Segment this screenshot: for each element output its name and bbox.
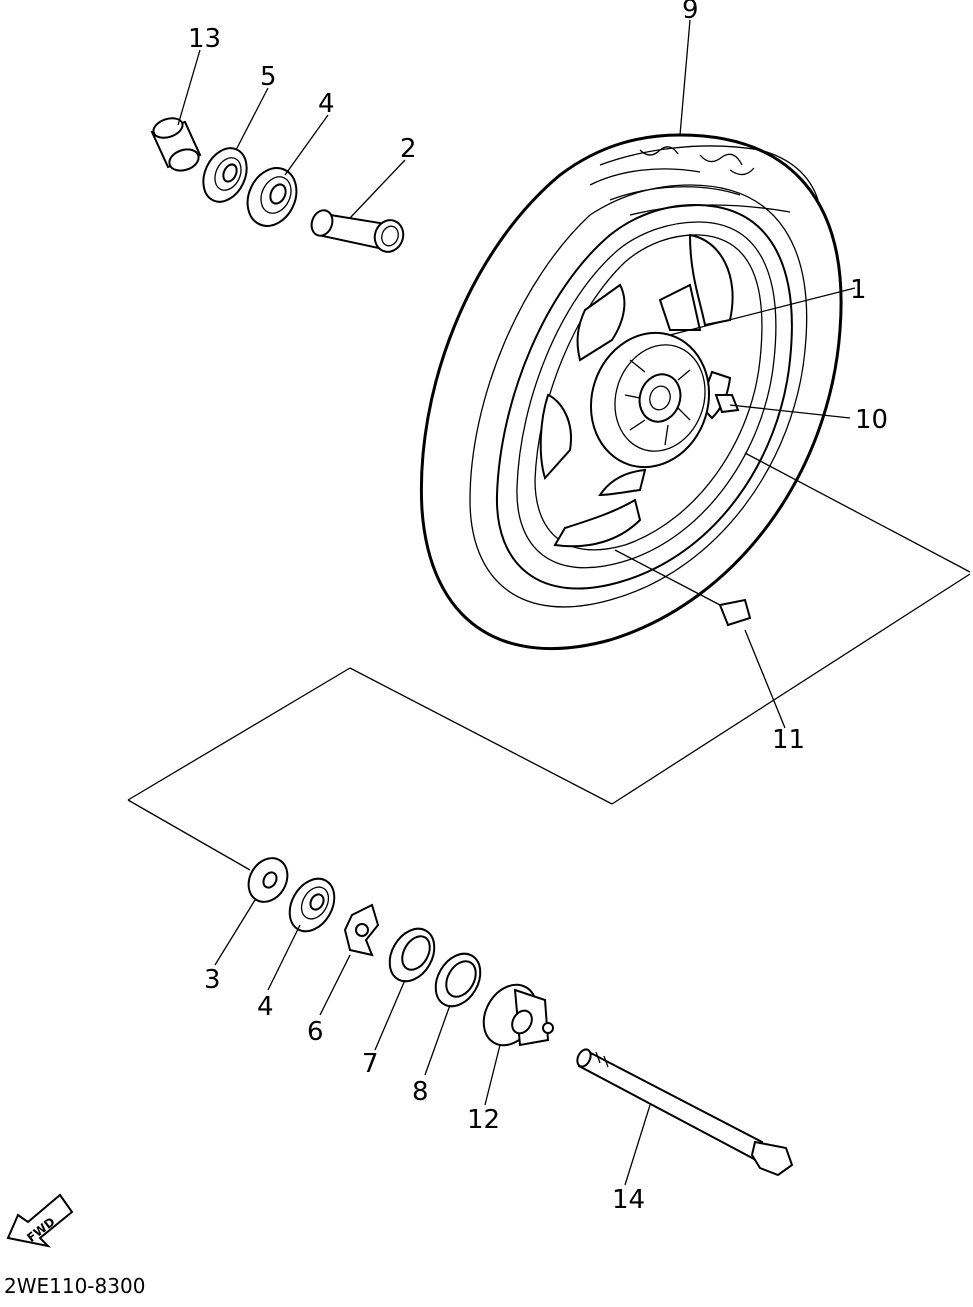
callout-4-upper: 4 [318, 89, 335, 119]
callout-5: 5 [260, 62, 277, 92]
callout-8: 8 [412, 1077, 429, 1107]
air-valve [714, 394, 740, 414]
part-3-collar [247, 857, 289, 903]
hub-bore [638, 373, 682, 423]
part-4-bearing-upper [246, 167, 298, 227]
part-7-oil-seal [388, 927, 436, 983]
part-5-bearing [202, 147, 248, 203]
part-8-oil-seal [434, 952, 482, 1008]
spoke-cutout-4 [553, 498, 642, 548]
callout-3: 3 [204, 965, 221, 995]
tire-sidewall [469, 184, 808, 608]
rim-outer [495, 203, 793, 590]
part-11-valve-cap [718, 598, 752, 627]
tire-outline [419, 133, 843, 650]
rim-inner [516, 221, 777, 569]
callout-1: 1 [850, 275, 867, 305]
spoke-cutout-6 [658, 283, 702, 331]
callout-2: 2 [400, 134, 417, 164]
callout-13: 13 [188, 24, 221, 54]
callout-6: 6 [307, 1017, 324, 1047]
wheel-assembly [419, 133, 843, 650]
callout-12: 12 [467, 1105, 500, 1135]
spoke-cutout-5 [598, 468, 647, 497]
callout-14: 14 [612, 1185, 645, 1215]
callout-11: 11 [772, 725, 805, 755]
part-4-bearing-lower [288, 877, 336, 933]
fwd-arrow-icon: FWD [6, 1193, 74, 1248]
spoke-cutout-2 [576, 283, 626, 362]
callout-4-lower: 4 [257, 992, 274, 1022]
tire-tread [589, 145, 819, 216]
callout-9: 9 [682, 0, 699, 25]
hub-flange [614, 344, 706, 452]
callout-7: 7 [362, 1049, 379, 1079]
leader-lines [127, 19, 971, 1186]
part-14-axle [576, 1048, 794, 1177]
part-13-collar [150, 117, 202, 172]
spoke-cutout-3 [539, 393, 572, 480]
part-12-gear-unit [482, 983, 554, 1047]
drawing-code: 2WE110-8300 [4, 1274, 145, 1298]
part-6-retainer [343, 903, 380, 957]
callout-10: 10 [855, 405, 888, 435]
part-2-spacer [310, 209, 405, 253]
